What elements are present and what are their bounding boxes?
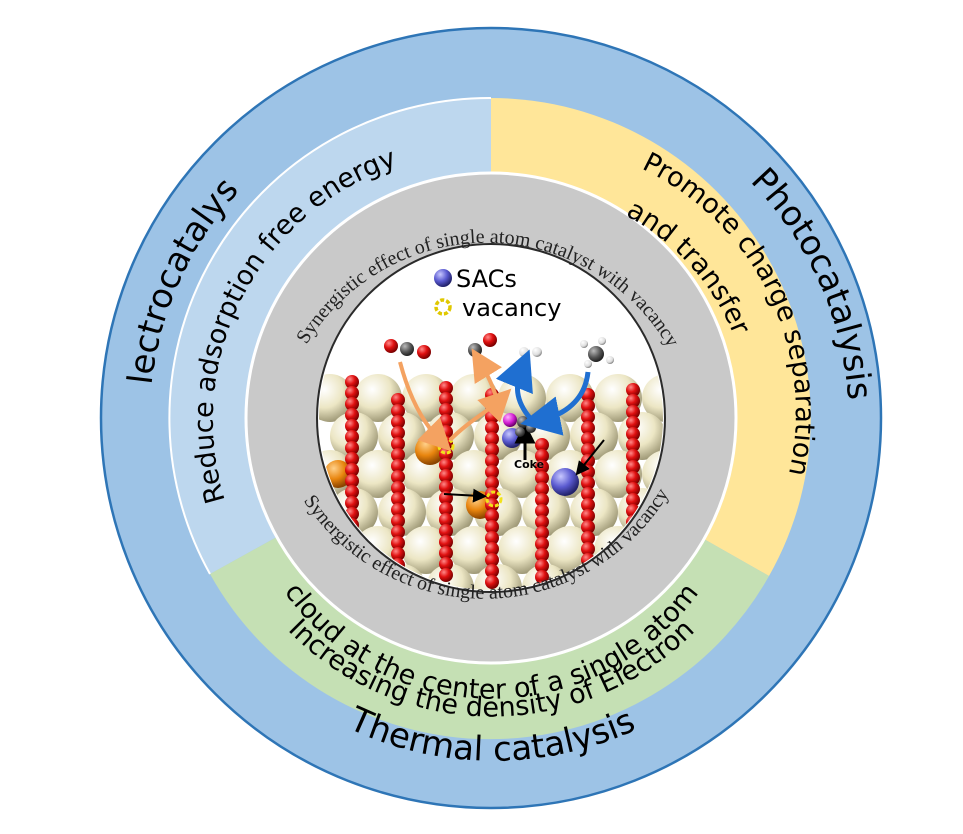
ch4-molecule	[580, 337, 614, 368]
legend-vacancy: vacancy	[462, 294, 561, 322]
co2-molecule	[384, 339, 431, 359]
vacancy-ring-icon	[434, 298, 452, 316]
sac-atom-icon	[434, 269, 452, 287]
legend-sacs: SACs	[456, 265, 517, 293]
coke-label: Coke	[514, 458, 544, 471]
catalyst-surface	[319, 246, 663, 590]
